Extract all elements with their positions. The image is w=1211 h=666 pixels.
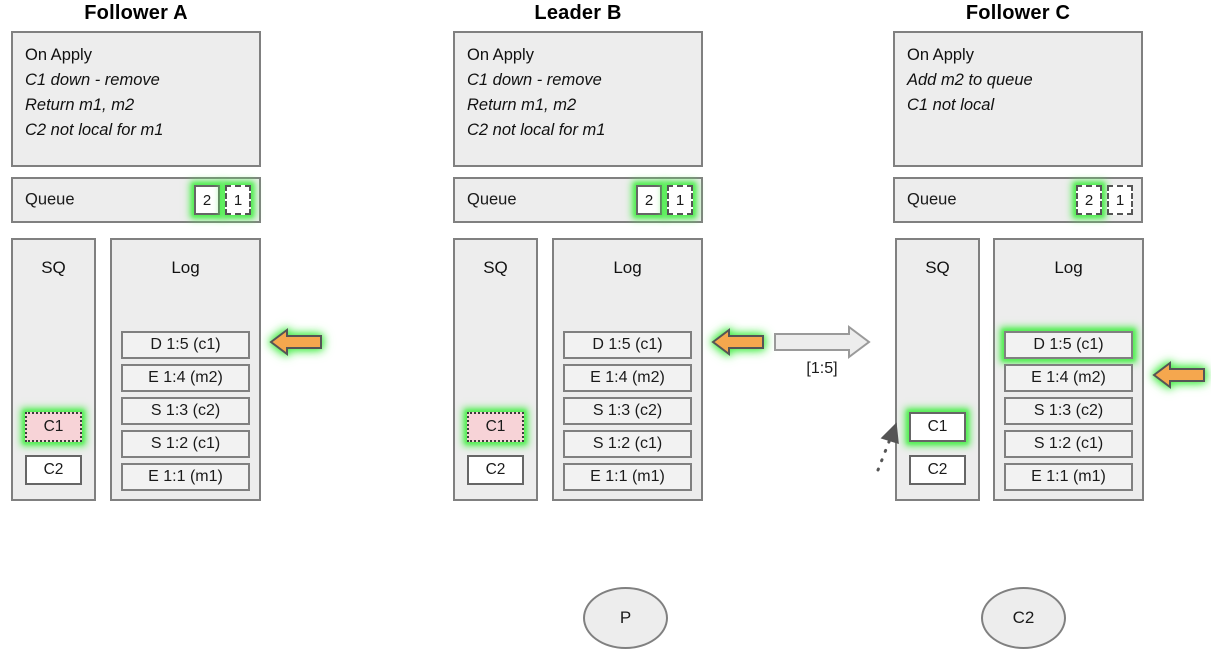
log-entry-b-3[interactable]: S 1:2 (c1)	[563, 430, 692, 458]
queue-item-b-0[interactable]: 2	[636, 185, 662, 215]
queue-items-b: 2 1	[636, 185, 693, 215]
log-entry-c-3[interactable]: S 1:2 (c1)	[1004, 430, 1133, 458]
log-entry-a-3[interactable]: S 1:2 (c1)	[121, 430, 250, 458]
sq-entry-a-c2[interactable]: C2	[25, 455, 82, 485]
apply-line-c-2: C1 not local	[907, 96, 995, 114]
sq-header-c: SQ	[925, 258, 950, 277]
replication-arrow	[773, 325, 871, 359]
sq-entry-b-c2[interactable]: C2	[467, 455, 524, 485]
apply-header-b: On Apply	[467, 46, 534, 64]
sq-entry-c-c1[interactable]: C1	[909, 412, 966, 442]
apply-line-b-3: C2 not local for m1	[467, 121, 606, 139]
apply-line-c-1: Add m2 to queue	[907, 71, 1033, 89]
queue-box-a: Queue 2 1	[11, 177, 261, 223]
session-link-dotted-arrow-c	[874, 412, 910, 474]
log-entry-c-2[interactable]: S 1:3 (c2)	[1004, 397, 1133, 425]
actor-c2[interactable]: C2	[981, 587, 1066, 649]
log-panel-a: Log D 1:5 (c1) E 1:4 (m2) S 1:3 (c2) S 1…	[110, 238, 261, 501]
log-panel-b: Log D 1:5 (c1) E 1:4 (m2) S 1:3 (c2) S 1…	[552, 238, 703, 501]
queue-item-c-1[interactable]: 1	[1107, 185, 1133, 215]
queue-item-b-1[interactable]: 1	[667, 185, 693, 215]
log-entry-a-4[interactable]: E 1:1 (m1)	[121, 463, 250, 491]
apply-header-c: On Apply	[907, 46, 974, 64]
actor-p[interactable]: P	[583, 587, 668, 649]
log-header-c: Log	[1054, 258, 1083, 277]
apply-line-a-2: Return m1, m2	[25, 96, 135, 114]
sq-entry-c-c2[interactable]: C2	[909, 455, 966, 485]
log-entry-c-1[interactable]: E 1:4 (m2)	[1004, 364, 1133, 392]
log-entry-b-4[interactable]: E 1:1 (m1)	[563, 463, 692, 491]
sq-panel-c: SQ C1 C2	[895, 238, 980, 501]
log-entry-c-0[interactable]: D 1:5 (c1)	[1004, 331, 1133, 359]
queue-item-c-0[interactable]: 2	[1076, 185, 1102, 215]
log-entry-b-2[interactable]: S 1:3 (c2)	[563, 397, 692, 425]
log-entry-b-0[interactable]: D 1:5 (c1)	[563, 331, 692, 359]
queue-box-b: Queue 2 1	[453, 177, 703, 223]
apply-line-a-1: C1 down - remove	[25, 71, 160, 89]
commit-pointer-arrow-a	[269, 326, 323, 358]
sq-entry-b-c1[interactable]: C1	[467, 412, 524, 442]
apply-box-b: On Apply C1 down - remove Return m1, m2 …	[453, 31, 703, 167]
queue-label-c: Queue	[907, 190, 957, 209]
log-header-a: Log	[171, 258, 200, 277]
sq-header-b: SQ	[483, 258, 508, 277]
replication-arrow-label: [1:5]	[806, 360, 838, 377]
sq-entry-a-c1[interactable]: C1	[25, 412, 82, 442]
apply-box-a: On Apply C1 down - remove Return m1, m2 …	[11, 31, 261, 167]
log-entry-b-1[interactable]: E 1:4 (m2)	[563, 364, 692, 392]
log-entry-c-4[interactable]: E 1:1 (m1)	[1004, 463, 1133, 491]
queue-items-a: 2 1	[194, 185, 251, 215]
apply-header-a: On Apply	[25, 46, 92, 64]
sq-panel-b: SQ C1 C2	[453, 238, 538, 501]
node-title-a: Follower A	[84, 2, 188, 24]
queue-label-b: Queue	[467, 190, 517, 209]
apply-line-b-2: Return m1, m2	[467, 96, 577, 114]
node-title-c: Follower C	[965, 2, 1071, 24]
queue-label-a: Queue	[25, 190, 75, 209]
log-panel-c: Log D 1:5 (c1) E 1:4 (m2) S 1:3 (c2) S 1…	[993, 238, 1144, 501]
log-header-b: Log	[613, 258, 642, 277]
commit-pointer-arrow-b	[711, 326, 765, 358]
queue-box-c: Queue 2 1	[893, 177, 1143, 223]
queue-item-a-0[interactable]: 2	[194, 185, 220, 215]
apply-line-b-1: C1 down - remove	[467, 71, 602, 89]
log-entry-a-2[interactable]: S 1:3 (c2)	[121, 397, 250, 425]
apply-line-a-3: C2 not local for m1	[25, 121, 164, 139]
queue-items-c: 2 1	[1076, 185, 1133, 215]
node-title-b: Leader B	[534, 2, 622, 24]
sq-header-a: SQ	[41, 258, 66, 277]
sq-panel-a: SQ C1 C2	[11, 238, 96, 501]
apply-box-c: On Apply Add m2 to queue C1 not local	[893, 31, 1143, 167]
commit-pointer-arrow-c	[1152, 359, 1206, 391]
log-entry-a-0[interactable]: D 1:5 (c1)	[121, 331, 250, 359]
queue-item-a-1[interactable]: 1	[225, 185, 251, 215]
log-entry-a-1[interactable]: E 1:4 (m2)	[121, 364, 250, 392]
